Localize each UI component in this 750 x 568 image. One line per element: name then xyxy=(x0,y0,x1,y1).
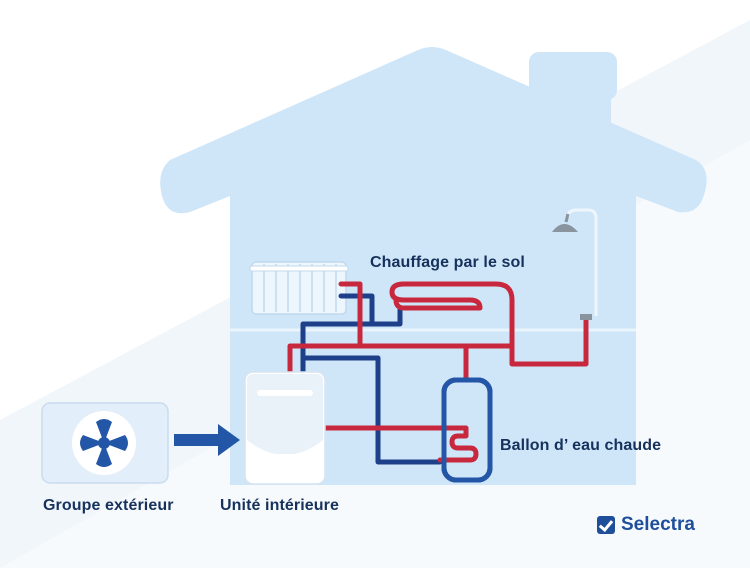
hot-water-tank-label: Ballon d’ eau chaude xyxy=(500,437,662,454)
brand-logo: Selectra xyxy=(597,514,695,536)
outdoor-unit-label: Groupe extérieur xyxy=(43,497,174,514)
water-tank xyxy=(441,377,493,483)
fan-icon xyxy=(80,419,128,467)
indoor-unit xyxy=(244,371,326,485)
indoor-unit-label: Unité intérieure xyxy=(220,497,339,514)
outdoor-unit xyxy=(41,402,169,484)
brand-name: Selectra xyxy=(621,514,695,535)
radiator-icon xyxy=(249,261,349,315)
floor-heating-label: Chauffage par le sol xyxy=(370,254,525,271)
flow-arrow-icon xyxy=(174,424,240,456)
hot-water-pipes xyxy=(287,281,589,463)
check-icon xyxy=(597,516,615,534)
shower-icon xyxy=(552,208,598,320)
